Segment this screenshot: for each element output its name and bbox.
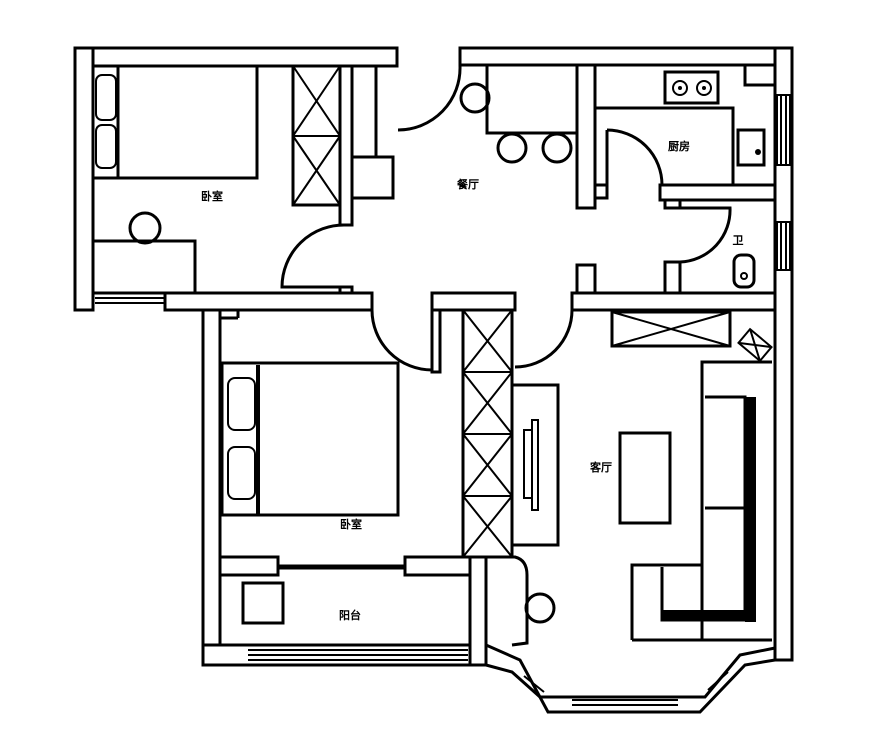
entry-door-arc xyxy=(397,65,462,132)
label-living: 客厅 xyxy=(589,460,612,474)
cabinet xyxy=(610,310,732,348)
upper-bedroom-furniture xyxy=(91,64,395,295)
chair xyxy=(496,132,528,164)
lower-bedroom-door-arc xyxy=(370,309,433,372)
plant xyxy=(737,327,773,363)
stove xyxy=(663,70,720,105)
balcony-cabinet xyxy=(241,581,285,625)
doors xyxy=(280,65,732,372)
desk xyxy=(91,239,197,295)
windows xyxy=(95,94,791,706)
chair xyxy=(128,211,162,245)
tv xyxy=(523,429,533,499)
pillow xyxy=(227,446,256,500)
kitchen-door-arc xyxy=(605,128,664,186)
window-upper-bedroom xyxy=(95,297,165,304)
living-door-arc xyxy=(514,309,574,369)
label-balcony: 阳台 xyxy=(339,608,361,622)
pillow xyxy=(227,377,256,431)
label-kitchen: 厨房 xyxy=(668,139,690,153)
dining-table xyxy=(485,63,579,135)
column xyxy=(486,555,529,647)
chair xyxy=(459,82,491,114)
lower-bedroom-furniture xyxy=(220,308,514,625)
label-bathroom: 卫 xyxy=(733,234,744,247)
dining-kitchen-furniture xyxy=(459,63,775,289)
bathroom-door-arc xyxy=(679,206,732,264)
living-furniture xyxy=(486,310,773,647)
window-bay xyxy=(523,671,729,706)
label-dining: 餐厅 xyxy=(456,177,479,191)
window-balcony xyxy=(248,649,468,661)
label-lower-bedroom: 卧室 xyxy=(340,517,362,531)
upper-bedroom-door-arc xyxy=(280,223,347,289)
label-upper-bedroom: 卧室 xyxy=(201,189,223,203)
chair xyxy=(541,132,573,164)
toilet xyxy=(732,253,756,289)
coffee-table xyxy=(618,431,672,525)
bed xyxy=(220,361,400,517)
chair xyxy=(524,592,556,624)
sink xyxy=(736,128,766,167)
tv-cabinet xyxy=(510,383,560,547)
window-bathroom xyxy=(776,221,791,271)
pillow xyxy=(95,124,117,169)
window-kitchen xyxy=(776,94,791,166)
sofa-back xyxy=(745,397,756,622)
room-labels: 卧室 餐厅 厨房 卫 卧室 客厅 阳台 xyxy=(201,139,744,622)
cabinet xyxy=(350,155,395,200)
pillow xyxy=(95,74,117,121)
bed xyxy=(91,64,259,180)
